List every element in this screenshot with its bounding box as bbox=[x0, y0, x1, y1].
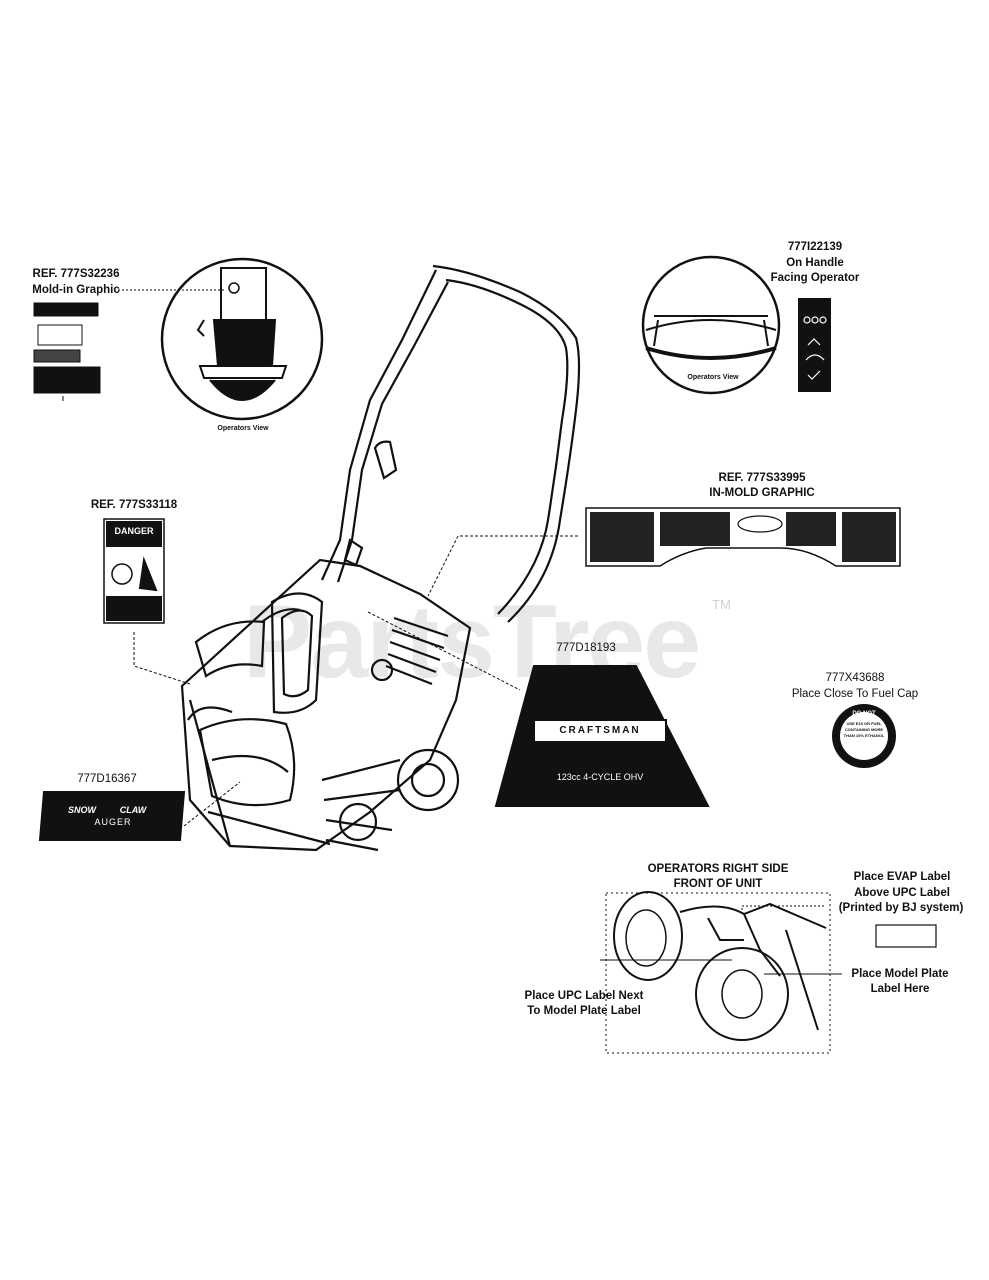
in-mold-decal bbox=[585, 507, 901, 567]
danger-decal bbox=[103, 518, 165, 624]
mold-in-desc: Mold-in Graphic bbox=[32, 284, 120, 296]
handle-line2: Facing Operator bbox=[770, 272, 860, 284]
auger-line1: SNOW bbox=[68, 805, 96, 815]
handle-decal-icons bbox=[803, 316, 827, 380]
auger-line3: AUGER bbox=[94, 817, 132, 827]
in-mold-ref: REF. 777S33995 bbox=[718, 472, 806, 484]
handle-decal bbox=[798, 298, 831, 392]
model-plate-line2: Label Here bbox=[870, 983, 930, 995]
mold-in-view-caption: Operators View bbox=[217, 425, 269, 432]
handle-detail-circle bbox=[641, 255, 781, 395]
auger-part-number: 777D16367 bbox=[77, 773, 137, 785]
evap-line3: (Printed by BJ system) bbox=[838, 902, 964, 914]
right-side-title1: OPERATORS RIGHT SIDE bbox=[647, 863, 789, 875]
right-side-detail bbox=[605, 891, 937, 1054]
upc-line1: Place UPC Label Next bbox=[524, 990, 644, 1002]
in-mold-desc: IN-MOLD GRAPHIC bbox=[709, 487, 815, 499]
auger-line2: CLAW bbox=[119, 805, 147, 815]
fuel-cap-part-number: 777X43688 bbox=[825, 672, 885, 684]
danger-decal-header: DANGER bbox=[114, 526, 154, 536]
handle-line1: On Handle bbox=[786, 257, 844, 269]
fuel-cap-badge bbox=[832, 704, 896, 768]
fuel-cap-badge-line2: USE E15 OR FUEL bbox=[846, 721, 882, 726]
engine-panel-brand-box bbox=[533, 719, 667, 743]
fuel-cap-desc: Place Close To Fuel Cap bbox=[791, 688, 919, 700]
engine-panel-engine: 123cc 4-CYCLE OHV bbox=[556, 772, 644, 782]
fuel-cap-badge-line1: DO NOT bbox=[852, 711, 876, 717]
danger-decal-ref: REF. 777S33118 bbox=[90, 499, 178, 511]
leader-lines bbox=[133, 535, 578, 827]
mold-in-decal-stack bbox=[33, 302, 101, 401]
fuel-cap-badge-line3: CONTAINING MORE bbox=[844, 727, 884, 732]
mold-in-detail-circle bbox=[160, 257, 324, 421]
engine-panel-part-number: 777D18193 bbox=[556, 642, 616, 654]
fuel-cap-badge-line4: THAN 10% ETHANOL bbox=[843, 733, 885, 738]
auger-decal-shape bbox=[38, 791, 186, 841]
watermark-trademark: TM bbox=[712, 597, 731, 612]
snow-blower-body bbox=[180, 264, 581, 852]
upc-line2: To Model Plate Label bbox=[527, 1005, 641, 1017]
model-plate-line1: Place Model Plate bbox=[851, 968, 949, 980]
engine-panel-brand: CRAFTSMAN bbox=[559, 725, 641, 736]
right-side-leaders bbox=[600, 905, 842, 975]
mold-in-ref: REF. 777S32236 bbox=[32, 268, 120, 280]
handle-view-caption: Operators View bbox=[687, 374, 739, 381]
evap-line1: Place EVAP Label bbox=[853, 871, 951, 883]
handle-part-number: 777I22139 bbox=[787, 241, 843, 253]
right-side-title2: FRONT OF UNIT bbox=[673, 878, 763, 890]
evap-line2: Above UPC Label bbox=[854, 887, 950, 899]
